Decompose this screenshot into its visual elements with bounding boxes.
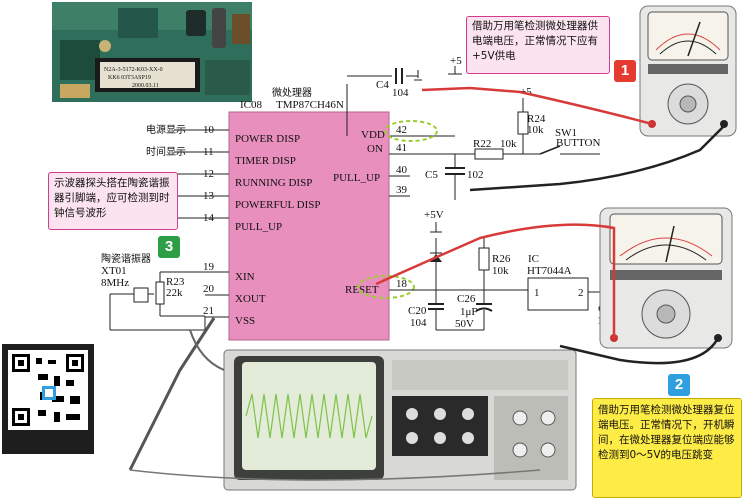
multimeter-top	[639, 5, 737, 137]
pin42-num: 42	[396, 124, 407, 136]
pin10-label-cn: 电源显示	[146, 123, 186, 136]
r26-value: 10k	[492, 265, 509, 277]
badge-2: 2	[668, 374, 690, 396]
r23-value: 22k	[166, 287, 183, 299]
pin13-num: 13	[203, 190, 215, 202]
pcb-label-line1: N2A-3-5172-K03-XX-0	[104, 67, 163, 73]
ic-model: HT7044A	[527, 265, 572, 277]
xtal-ref: XT01	[101, 265, 127, 277]
c20-label: C20	[408, 305, 427, 317]
c26-label: C26	[457, 293, 476, 305]
pin18-num: 18	[396, 278, 408, 290]
xtal-name-cn: 陶瓷谐振器	[101, 252, 151, 265]
pin41-num: 41	[396, 142, 407, 154]
pin13-name: POWERFUL DISP	[235, 199, 320, 211]
chip-name-cn: 微处理器	[272, 86, 312, 99]
plus5-top-label: +5	[450, 55, 462, 67]
xt01-crystal	[133, 287, 149, 303]
vdd-highlight-ellipse	[384, 120, 438, 142]
pin20-name: XOUT	[235, 293, 266, 305]
callout-1-text: 借助万用笔检测微处理器供电端电压，正常情况下应有+5V供电	[472, 20, 598, 62]
reset-highlight-ellipse	[357, 275, 415, 299]
c5-label: C5	[425, 169, 438, 181]
pin41-name: ON	[367, 143, 383, 155]
multimeter-bottom	[599, 207, 733, 349]
r23-label: R23	[166, 276, 185, 288]
pin18-name: RESET	[345, 284, 379, 296]
reset-button-network: +5 R24 10k R22 10k SW1 BUTTON C5 102	[425, 86, 600, 200]
pin40-name: PULL_UP	[333, 172, 380, 184]
pin19-name: XIN	[235, 271, 255, 283]
callout-3-text: 示波器探头搭在陶瓷谐振器引脚端，应可检测到时钟信号波形	[54, 177, 170, 219]
r24-label: R24	[527, 113, 546, 125]
c26-value2: 50V	[455, 318, 474, 330]
pin39-num: 39	[396, 184, 408, 196]
callout-2-box	[592, 398, 742, 498]
c5-value: 102	[467, 169, 484, 181]
pin14-name: PULL_UP	[235, 221, 282, 233]
callout-2-text: 借助万用笔检测微处理器复位端电压。正常情况下，开机瞬间，在微处理器复位端应能够检…	[598, 404, 735, 461]
r23-resistor	[155, 281, 165, 305]
sw1-name: BUTTON	[556, 137, 600, 149]
pin42-name: VDD	[361, 129, 385, 141]
pin11-label-cn: 时间显示	[146, 145, 186, 158]
crystal-network: 陶瓷谐振器 XT01 8MHz R23 22k	[101, 252, 206, 331]
callout-3-box	[48, 172, 178, 230]
pin40-num: 40	[396, 164, 408, 176]
pin20-num: 20	[203, 283, 215, 295]
ic-pin1: 1	[534, 287, 540, 299]
pin19-num: 19	[203, 261, 215, 273]
r22-value: 10k	[500, 138, 517, 150]
r26-resistor	[478, 247, 490, 271]
plus5v-label: +5V	[424, 209, 444, 221]
left-pins: 电源显示 时间显示 10 11 12 13 14 19 20 21 POWER …	[146, 123, 320, 327]
r22-label: R22	[473, 138, 491, 150]
pin12-name: RUNNING DISP	[235, 177, 312, 189]
ic-pin2: 2	[578, 287, 584, 299]
vdd-network: C4 104 +5	[346, 55, 462, 136]
callout-1-box	[466, 16, 610, 74]
right-pins: 42 41 40 39 18 VDD ON PULL_UP RESET	[333, 120, 455, 299]
r26-label: R26	[492, 253, 511, 265]
sw1-label: SW1	[555, 127, 577, 139]
c4-label: C4	[376, 79, 389, 91]
xtal-freq: 8MHz	[101, 277, 129, 289]
pcb-label-line2: KK6 03T3ASP19	[108, 75, 151, 81]
chip-model: TMP87CH46N	[276, 99, 344, 111]
pin10-num: 10	[203, 124, 215, 136]
badge-3: 3	[158, 236, 180, 258]
pin11-name: TIMER DISP	[235, 155, 296, 167]
badge-1: 1	[614, 60, 636, 82]
pin11-num: 11	[203, 146, 214, 158]
pin21-name: VSS	[235, 315, 255, 327]
r24-value: 10k	[527, 124, 544, 136]
oscilloscope	[223, 349, 577, 491]
chip-ref: IC08	[240, 99, 263, 111]
test-leads	[128, 86, 727, 481]
pcb-label-line3: 2000.03.11	[132, 83, 159, 89]
c26-value1: 1μF	[460, 306, 478, 318]
pin10-name: POWER DISP	[235, 133, 300, 145]
pin14-num: 14	[203, 212, 215, 224]
r22-resistor	[474, 148, 504, 160]
microprocessor-chip	[228, 111, 390, 341]
pin12-num: 12	[203, 168, 214, 180]
ic-label: IC	[528, 253, 539, 265]
pcb-photo: N2A-3-5172-K03-XX-0 KK6 03T3ASP19 2000.0…	[52, 2, 252, 102]
reset-ic-network: +5V R26 10k IC HT7044A 1 2 C 10 C20 104 …	[408, 209, 609, 331]
qr-code	[2, 344, 94, 454]
c4-value: 104	[392, 87, 409, 99]
pin21-num: 21	[203, 305, 214, 317]
ht7044a-ic	[527, 277, 589, 311]
c20-value: 104	[410, 317, 427, 329]
